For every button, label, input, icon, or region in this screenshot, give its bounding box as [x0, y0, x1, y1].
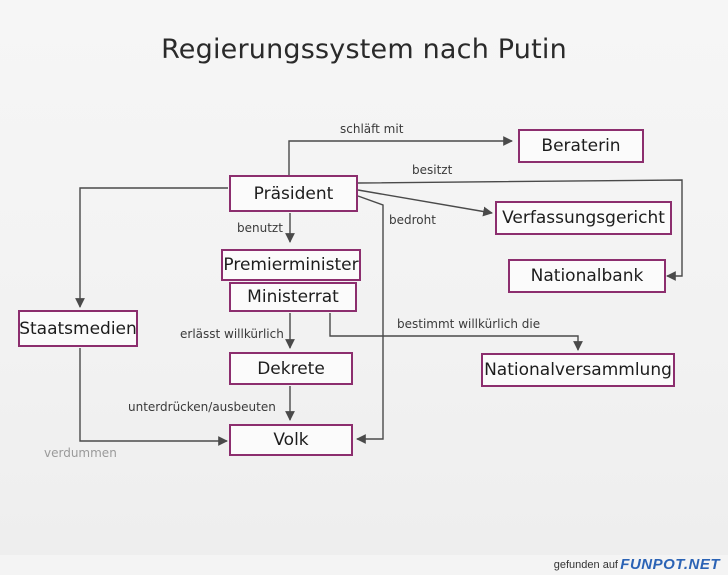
node-beraterin: Beraterin	[518, 129, 644, 163]
node-nationalversammlung: Nationalversammlung	[481, 353, 675, 387]
node-dekrete: Dekrete	[229, 352, 353, 385]
edge-verfassungsgericht	[357, 189, 493, 217]
node-nationalbank: Nationalbank	[508, 259, 666, 293]
edge-schlaeft-mit	[288, 136, 513, 175]
edge-staatsmedien	[75, 187, 228, 308]
label-verdummen: verdummen	[44, 446, 117, 460]
connector-lines	[75, 136, 683, 446]
label-bestimmt: bestimmt willkürlich die	[397, 317, 541, 331]
node-verfassungsgericht: Verfassungsgericht	[495, 201, 672, 235]
label-unterdruecken: unterdrücken/ausbeuten	[128, 400, 276, 414]
edge-verdummen	[79, 348, 228, 446]
label-erlaesst: erlässt willkürlich	[180, 327, 284, 341]
node-ministerrat: Ministerrat	[229, 282, 357, 312]
footer-text: gefunden auf	[553, 559, 618, 571]
node-praesident: Präsident	[229, 175, 358, 212]
label-bedroht: bedroht	[389, 213, 436, 227]
edge-bestimmt	[329, 313, 583, 351]
label-schlaeft-mit: schläft mit	[340, 122, 404, 136]
node-premierminister: Premierminister	[221, 249, 361, 281]
node-volk: Volk	[229, 424, 353, 456]
node-staatsmedien: Staatsmedien	[18, 310, 138, 347]
footer-bar: gefunden auf FUNPOT.NET	[0, 555, 728, 575]
label-benutzt: benutzt	[237, 221, 283, 235]
funpot-logo[interactable]: FUNPOT.NET	[620, 556, 720, 573]
edge-bedroht	[356, 195, 384, 444]
diagram-title: Regierungssystem nach Putin	[161, 34, 567, 65]
edge-besitzt	[357, 179, 683, 281]
label-besitzt: besitzt	[412, 163, 453, 177]
page: Regierungssystem nach Putin	[0, 0, 728, 555]
